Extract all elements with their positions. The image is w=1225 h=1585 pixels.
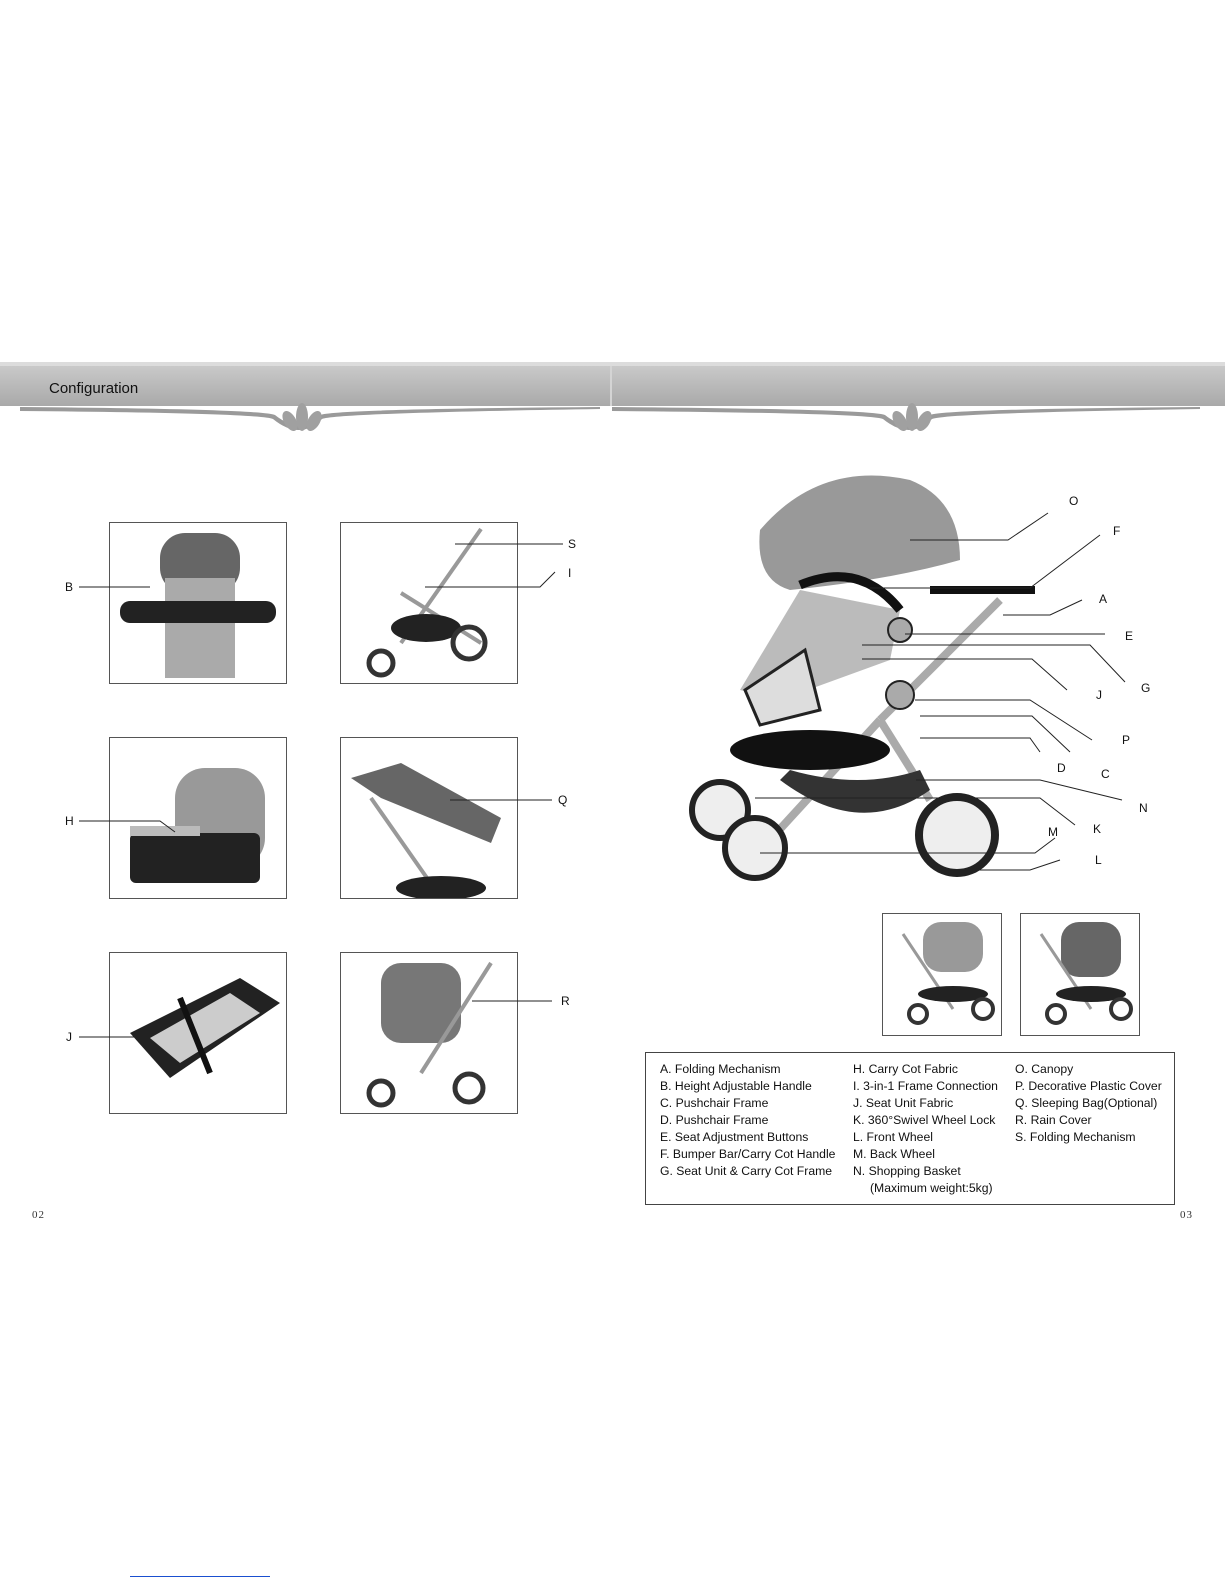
page-number-left: 02 — [32, 1209, 45, 1221]
callout-J-main: J — [1096, 688, 1102, 702]
right-callout-lines — [755, 512, 1126, 871]
main-stroller-illustration — [689, 475, 1035, 881]
photo-rain-cover — [340, 952, 518, 1114]
legend-item: C. Pushchair Frame — [660, 1096, 769, 1110]
legend-item: L. Front Wheel — [853, 1130, 933, 1144]
header-band — [0, 366, 1225, 406]
legend-item: Q. Sleeping Bag(Optional) — [1015, 1096, 1158, 1110]
legend-column-2: H. Carry Cot Fabric I. 3-in-1 Frame Conn… — [853, 1061, 998, 1197]
callout-F: F — [1113, 524, 1121, 538]
callout-G: G — [1141, 681, 1151, 695]
callout-N: N — [1139, 801, 1148, 815]
legend-item: E. Seat Adjustment Buttons — [660, 1130, 809, 1144]
photo-stroller-canopy — [882, 913, 1002, 1036]
photo-handle — [109, 522, 287, 684]
legend-item: G. Seat Unit & Carry Cot Frame — [660, 1164, 833, 1178]
legend-item: R. Rain Cover — [1015, 1113, 1092, 1127]
callout-B: B — [65, 580, 74, 594]
callout-P: P — [1122, 733, 1131, 747]
photo-folding-frame — [340, 522, 518, 684]
callout-Q: Q — [558, 793, 568, 807]
legend-column-1: A. Folding Mechanism B. Height Adjustabl… — [660, 1061, 835, 1180]
legend-item: A. Folding Mechanism — [660, 1062, 781, 1076]
legend-item: D. Pushchair Frame — [660, 1113, 769, 1127]
callout-H: H — [65, 814, 74, 828]
callout-O: O — [1069, 494, 1079, 508]
callout-L: L — [1095, 853, 1102, 867]
callout-C: C — [1101, 767, 1110, 781]
callout-I: I — [568, 566, 572, 580]
legend-item: B. Height Adjustable Handle — [660, 1079, 812, 1093]
left-callout-lines — [79, 543, 563, 1038]
parts-legend: A. Folding Mechanism B. Height Adjustabl… — [645, 1052, 1175, 1205]
callout-S: S — [568, 537, 577, 551]
legend-column-3: O. Canopy P. Decorative Plastic Cover Q.… — [1015, 1061, 1162, 1146]
header-band-highlight — [0, 362, 1225, 367]
legend-item: N. Shopping Basket — [853, 1164, 961, 1178]
legend-item: H. Carry Cot Fabric — [853, 1062, 958, 1076]
callout-E: E — [1125, 629, 1134, 643]
photo-seat-fabric — [109, 952, 287, 1114]
legend-item: I. 3-in-1 Frame Connection — [853, 1079, 998, 1093]
callout-R: R — [561, 994, 570, 1008]
callout-M: M — [1048, 825, 1058, 839]
callout-K: K — [1093, 822, 1102, 836]
lotus-icon — [282, 403, 322, 431]
legend-item: K. 360°Swivel Wheel Lock — [853, 1113, 996, 1127]
photo-sleeping-bag — [340, 737, 518, 899]
legend-item: F. Bumper Bar/Carry Cot Handle — [660, 1147, 836, 1161]
callout-J: J — [66, 1030, 72, 1044]
callout-A: A — [1099, 592, 1108, 606]
legend-item: P. Decorative Plastic Cover — [1015, 1079, 1162, 1093]
header-decoration — [20, 403, 1200, 431]
legend-item: S. Folding Mechanism — [1015, 1130, 1136, 1144]
link-underline[interactable] — [130, 1576, 270, 1577]
legend-item: M. Back Wheel — [853, 1147, 935, 1161]
photo-carry-cot — [109, 737, 287, 899]
callout-D: D — [1057, 761, 1066, 775]
page-number-right: 03 — [1180, 1209, 1193, 1221]
photo-stroller-rain-cover — [1020, 913, 1140, 1036]
legend-item-note: (Maximum weight:5kg) — [870, 1181, 993, 1195]
legend-item: J. Seat Unit Fabric — [853, 1096, 954, 1110]
legend-item: O. Canopy — [1015, 1062, 1074, 1076]
lotus-icon — [892, 403, 932, 431]
page-title: Configuration — [49, 380, 139, 397]
spread-divider — [610, 366, 612, 406]
